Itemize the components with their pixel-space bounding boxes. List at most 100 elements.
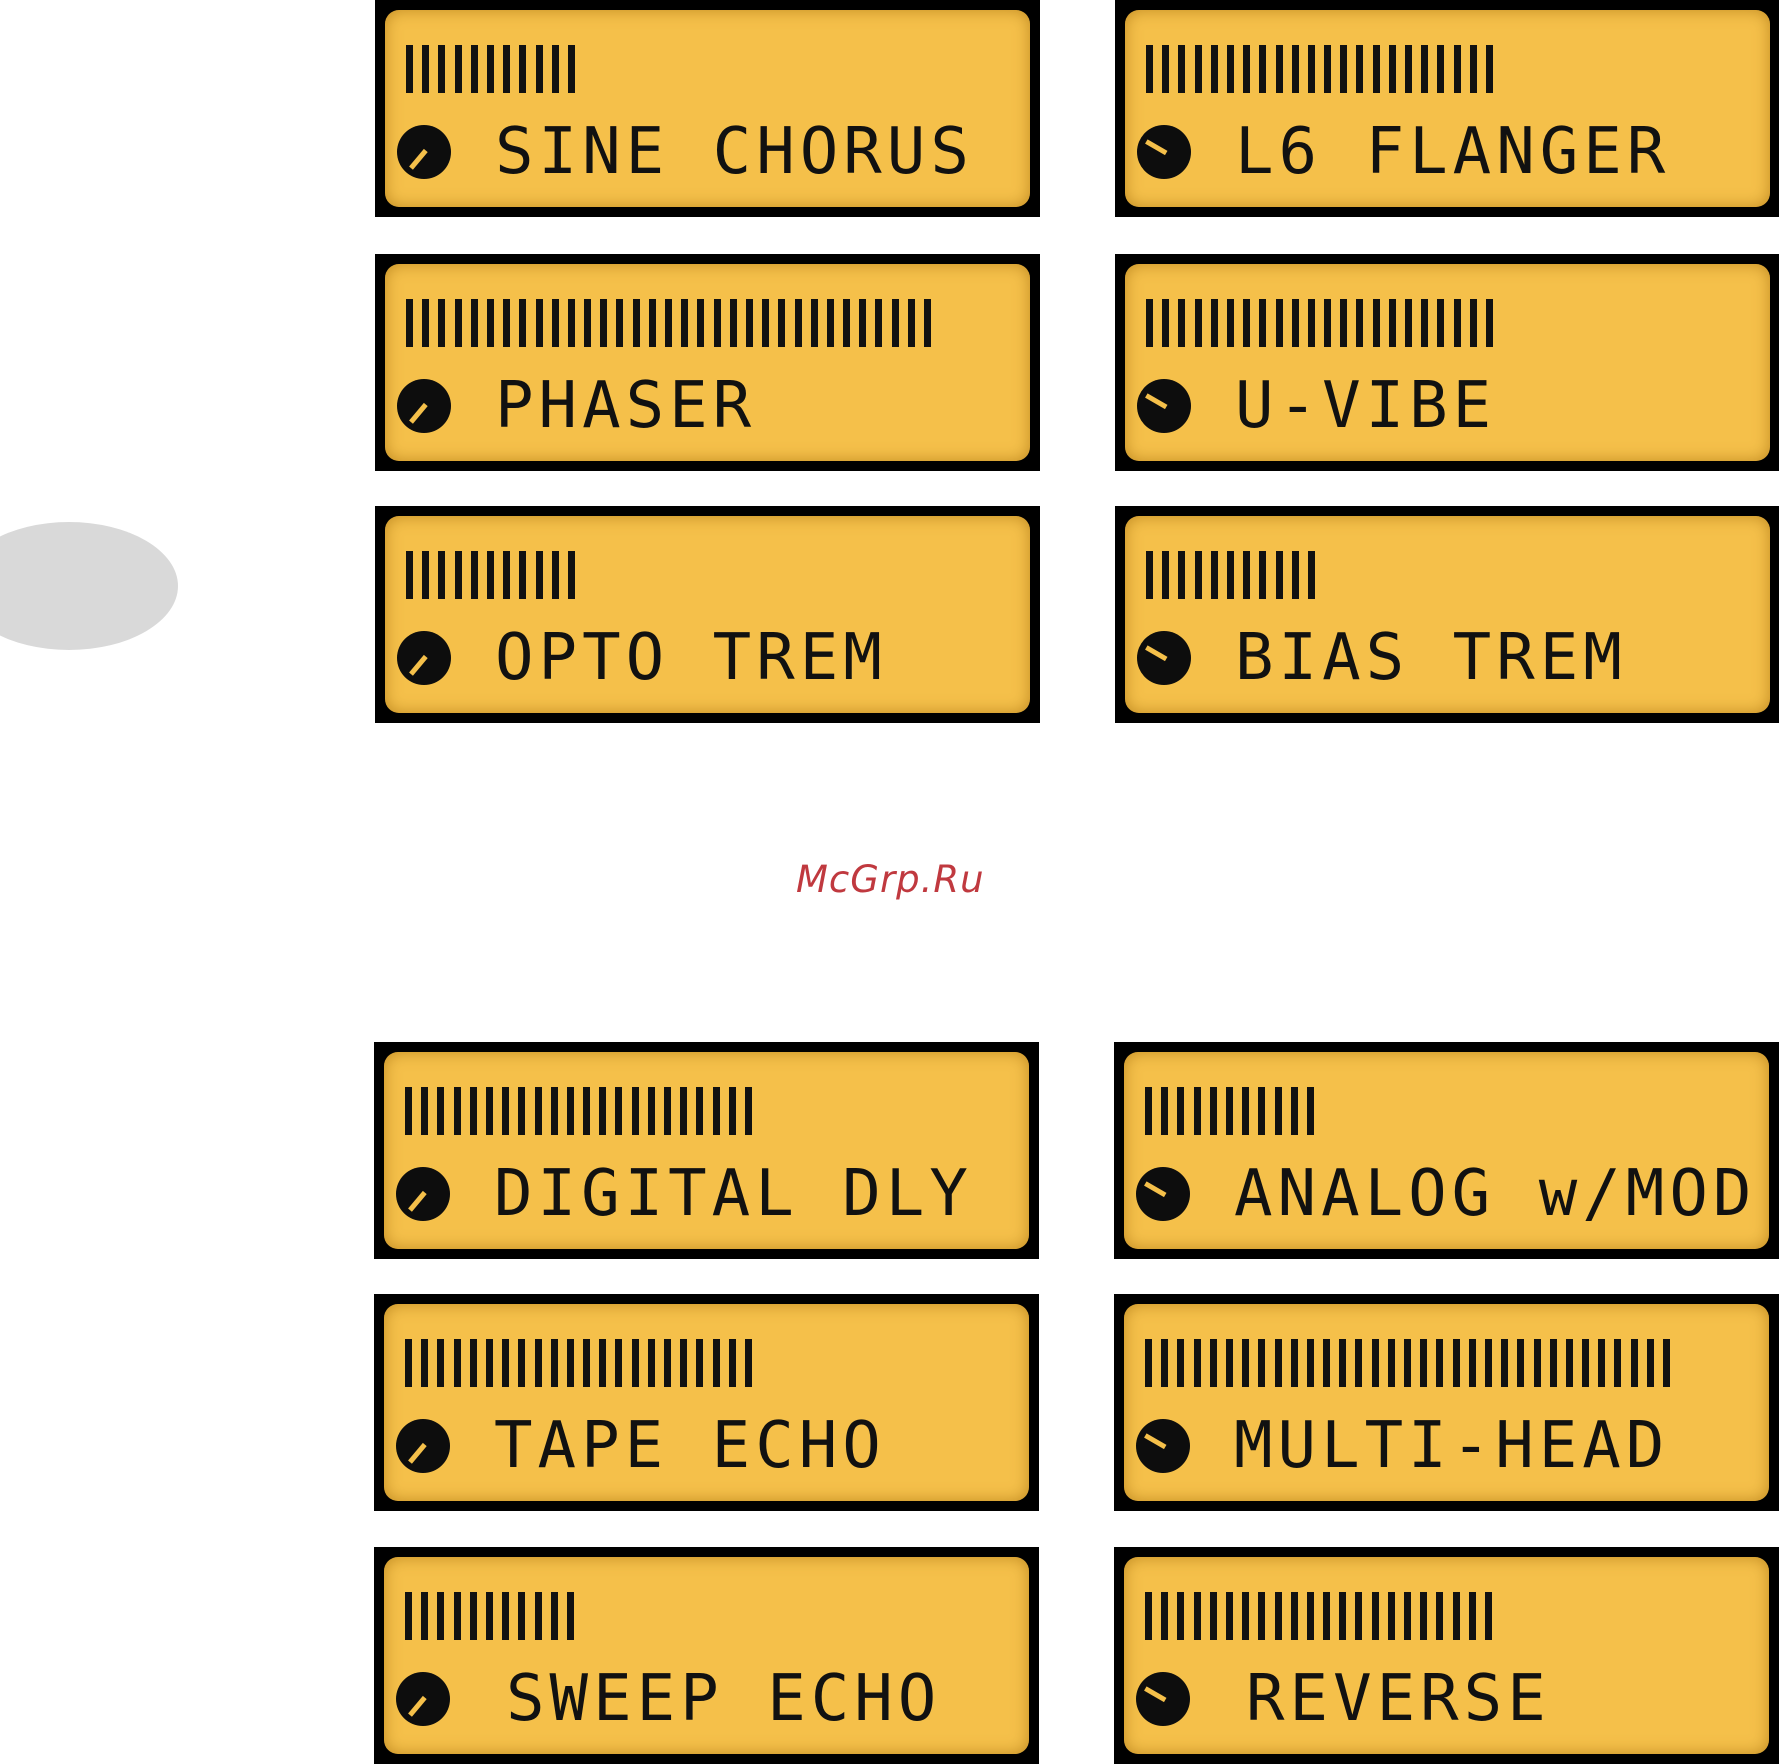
bar-segment <box>599 1087 606 1135</box>
lcd-display-digital-dly: DIGITAL DLY <box>374 1042 1039 1259</box>
lcd-display-analog-w-mod: ANALOG w/MOD <box>1114 1042 1779 1259</box>
bar-segment <box>567 1087 574 1135</box>
bar-segment <box>535 1087 542 1135</box>
bar-segment <box>1389 45 1396 93</box>
bar-segment <box>405 1087 412 1135</box>
bar-segment <box>1178 299 1185 347</box>
bar-segment <box>1340 299 1347 347</box>
bar-segment <box>422 551 429 599</box>
bar-segment <box>438 299 445 347</box>
bar-segment <box>1308 299 1315 347</box>
bar-segment <box>1486 299 1493 347</box>
bar-segment <box>696 1087 703 1135</box>
bar-segment <box>697 299 704 347</box>
bar-segment <box>681 299 688 347</box>
bar-segment <box>536 299 543 347</box>
bar-segment <box>455 45 462 93</box>
bar-segment <box>648 1339 655 1387</box>
bar-segment <box>1421 299 1428 347</box>
bar-segment <box>536 45 543 93</box>
bar-segment <box>406 45 413 93</box>
bar-segment <box>406 299 413 347</box>
bar-segment <box>1146 299 1153 347</box>
bar-segment <box>567 1339 574 1387</box>
bar-segment <box>1534 1339 1541 1387</box>
bar-segment <box>518 1087 525 1135</box>
bar-segment <box>1194 1592 1201 1640</box>
bar-segment <box>1566 1339 1573 1387</box>
bar-segment <box>1161 1592 1168 1640</box>
bar-segment <box>437 1087 444 1135</box>
bar-segment <box>1356 45 1363 93</box>
bar-segment <box>1372 1592 1379 1640</box>
bar-segment <box>1145 1339 1152 1387</box>
bar-segment <box>421 1592 428 1640</box>
effect-name: SINE CHORUS <box>495 116 974 188</box>
level-bar <box>406 45 584 93</box>
effect-name: L6 FLANGER <box>1235 116 1670 188</box>
bar-segment <box>1162 551 1169 599</box>
bar-segment <box>1647 1339 1654 1387</box>
bar-segment <box>568 551 575 599</box>
bar-segment <box>486 1592 493 1640</box>
bar-segment <box>1355 1592 1362 1640</box>
bar-segment <box>437 1339 444 1387</box>
bar-segment <box>438 551 445 599</box>
bar-segment <box>745 1339 752 1387</box>
bar-segment <box>1405 299 1412 347</box>
bar-segment <box>486 1339 493 1387</box>
bar-segment <box>713 1339 720 1387</box>
bar-segment <box>1194 1087 1201 1135</box>
bar-segment <box>1258 1087 1265 1135</box>
bar-segment <box>696 1339 703 1387</box>
bar-segment <box>503 551 510 599</box>
bar-segment <box>503 45 510 93</box>
bar-segment <box>600 299 607 347</box>
bar-segment <box>1308 45 1315 93</box>
bar-segment <box>1324 45 1331 93</box>
bar-segment <box>633 299 640 347</box>
bar-segment <box>1211 551 1218 599</box>
bar-segment <box>1146 551 1153 599</box>
bar-segment <box>745 1087 752 1135</box>
bar-segment <box>583 1087 590 1135</box>
bar-segment <box>1242 1592 1249 1640</box>
bar-segment <box>1276 299 1283 347</box>
bar-segment <box>632 1339 639 1387</box>
bar-segment <box>502 1087 509 1135</box>
bar-segment <box>1356 299 1363 347</box>
effect-name: SWEEP ECHO <box>506 1663 941 1735</box>
bar-segment <box>1227 45 1234 93</box>
bar-segment <box>1404 1592 1411 1640</box>
bar-segment <box>502 1592 509 1640</box>
watermark: McGrp.Ru <box>796 858 985 901</box>
bar-segment <box>1259 45 1266 93</box>
bar-segment <box>1454 45 1461 93</box>
bar-segment <box>1242 1339 1249 1387</box>
bar-segment <box>1486 45 1493 93</box>
bar-segment <box>519 551 526 599</box>
bar-segment <box>1162 299 1169 347</box>
bar-segment <box>729 1339 736 1387</box>
bar-segment <box>632 1087 639 1135</box>
bar-segment <box>1485 1592 1492 1640</box>
bar-segment <box>714 299 721 347</box>
bar-segment <box>1324 299 1331 347</box>
lcd-screen: PHASER <box>385 264 1030 461</box>
bar-segment <box>1178 551 1185 599</box>
bar-segment <box>859 299 866 347</box>
bar-segment <box>1323 1339 1330 1387</box>
effect-name: MULTI-HEAD <box>1234 1410 1669 1482</box>
bar-segment <box>568 45 575 93</box>
knob-icon <box>396 1672 450 1726</box>
bar-segment <box>1161 1339 1168 1387</box>
bar-segment <box>924 299 931 347</box>
side-tab-marker <box>0 522 178 650</box>
bar-segment <box>1195 299 1202 347</box>
bar-segment <box>1663 1339 1670 1387</box>
lcd-display-l6-flanger: L6 FLANGER <box>1115 0 1779 217</box>
bar-segment <box>1275 1087 1282 1135</box>
lcd-display-phaser: PHASER <box>375 254 1040 471</box>
bar-segment <box>1550 1339 1557 1387</box>
bar-segment <box>487 45 494 93</box>
